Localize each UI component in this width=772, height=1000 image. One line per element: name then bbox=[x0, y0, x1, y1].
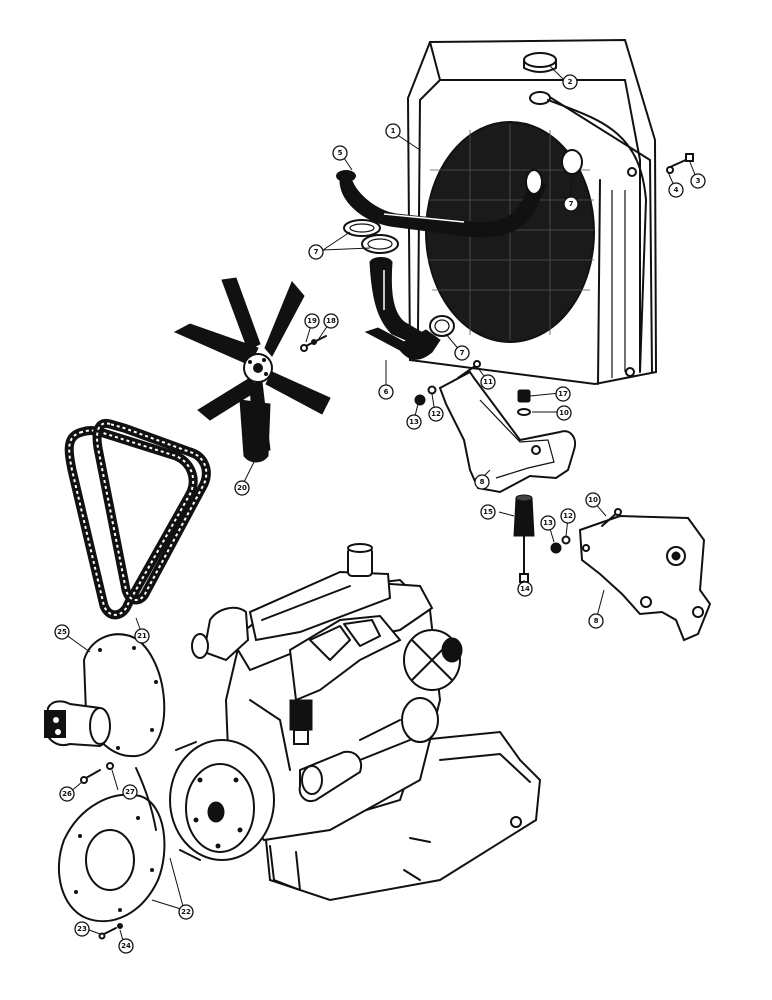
cooling-fan bbox=[173, 277, 331, 463]
callout-10a: 10 bbox=[556, 405, 572, 421]
upper-bracket bbox=[438, 370, 576, 494]
callout-12b: 12 bbox=[560, 508, 576, 524]
svg-text:18: 18 bbox=[326, 317, 336, 325]
hose-clamp-upper bbox=[343, 219, 399, 254]
callout-4: 4 bbox=[668, 182, 684, 198]
callout-10b: 10 bbox=[585, 492, 601, 508]
callout-14: 14 bbox=[517, 581, 533, 597]
svg-text:14: 14 bbox=[520, 585, 530, 593]
callout-11: 11 bbox=[480, 374, 496, 390]
drive-plate bbox=[44, 633, 166, 758]
hose-clamp-neck bbox=[525, 169, 543, 195]
svg-text:13: 13 bbox=[409, 418, 419, 426]
callout-5: 5 bbox=[332, 145, 348, 161]
svg-text:12: 12 bbox=[431, 410, 441, 418]
svg-text:15: 15 bbox=[483, 508, 493, 516]
callout-13b: 13 bbox=[540, 515, 556, 531]
fan-belts bbox=[64, 418, 211, 620]
flex-plate bbox=[57, 767, 166, 923]
svg-text:2: 2 bbox=[568, 78, 573, 86]
callout-20: 20 bbox=[234, 480, 250, 496]
callout-15: 15 bbox=[480, 504, 496, 520]
callout-6: 6 bbox=[378, 384, 394, 400]
svg-text:10: 10 bbox=[588, 496, 598, 504]
svg-text:7: 7 bbox=[460, 349, 465, 357]
svg-text:21: 21 bbox=[137, 632, 147, 640]
svg-text:26: 26 bbox=[62, 790, 72, 798]
svg-text:12: 12 bbox=[563, 512, 573, 520]
callout-8b: 8 bbox=[588, 613, 604, 629]
svg-text:3: 3 bbox=[696, 177, 701, 185]
bracket-hardware bbox=[414, 153, 694, 583]
callout-1: 1 bbox=[385, 123, 401, 139]
callout-25: 25 bbox=[54, 624, 70, 640]
svg-text:13: 13 bbox=[543, 519, 553, 527]
svg-text:8: 8 bbox=[480, 478, 485, 486]
svg-text:4: 4 bbox=[674, 186, 679, 194]
callout-17: 17 bbox=[555, 386, 571, 402]
callout-2: 2 bbox=[562, 74, 578, 90]
callout-3: 3 bbox=[690, 173, 706, 189]
svg-text:1: 1 bbox=[391, 127, 396, 135]
callout-27: 27 bbox=[122, 784, 138, 800]
callout-21: 21 bbox=[134, 628, 150, 644]
callout-13a: 13 bbox=[406, 414, 422, 430]
svg-text:10: 10 bbox=[559, 409, 569, 417]
svg-text:8: 8 bbox=[594, 617, 599, 625]
callouts: 1 2 3 4 5 6 7 7 7 8 8 10 10 11 12 12 13 … bbox=[54, 74, 706, 954]
callout-18: 18 bbox=[323, 313, 339, 329]
callout-12a: 12 bbox=[428, 406, 444, 422]
svg-text:7: 7 bbox=[314, 248, 319, 256]
svg-text:17: 17 bbox=[558, 390, 568, 398]
svg-text:20: 20 bbox=[237, 484, 247, 492]
engine bbox=[169, 543, 542, 902]
callout-8a: 8 bbox=[474, 474, 490, 490]
callout-26: 26 bbox=[59, 786, 75, 802]
flex-plate-bolt bbox=[98, 923, 123, 940]
svg-text:19: 19 bbox=[307, 317, 317, 325]
svg-text:7: 7 bbox=[569, 200, 574, 208]
svg-text:5: 5 bbox=[338, 149, 343, 157]
fan-bolt bbox=[300, 335, 327, 352]
upper-hose bbox=[336, 170, 547, 238]
callout-7b: 7 bbox=[563, 196, 579, 212]
callout-7a: 7 bbox=[308, 244, 324, 260]
svg-text:24: 24 bbox=[121, 942, 131, 950]
callout-19: 19 bbox=[304, 313, 320, 329]
svg-text:11: 11 bbox=[483, 378, 493, 386]
callout-23: 23 bbox=[74, 921, 90, 937]
lower-hose bbox=[364, 257, 441, 360]
svg-text:27: 27 bbox=[125, 788, 135, 796]
lower-bracket bbox=[578, 514, 712, 642]
radiator-cap bbox=[523, 52, 557, 73]
callout-24: 24 bbox=[118, 938, 134, 954]
callout-22: 22 bbox=[178, 904, 194, 920]
callout-7c: 7 bbox=[454, 345, 470, 361]
hose-clamp-lower bbox=[429, 315, 455, 337]
svg-text:6: 6 bbox=[384, 388, 389, 396]
svg-text:25: 25 bbox=[57, 628, 67, 636]
svg-text:22: 22 bbox=[181, 908, 191, 916]
drive-plate-bolt bbox=[80, 762, 114, 784]
svg-text:23: 23 bbox=[77, 925, 87, 933]
